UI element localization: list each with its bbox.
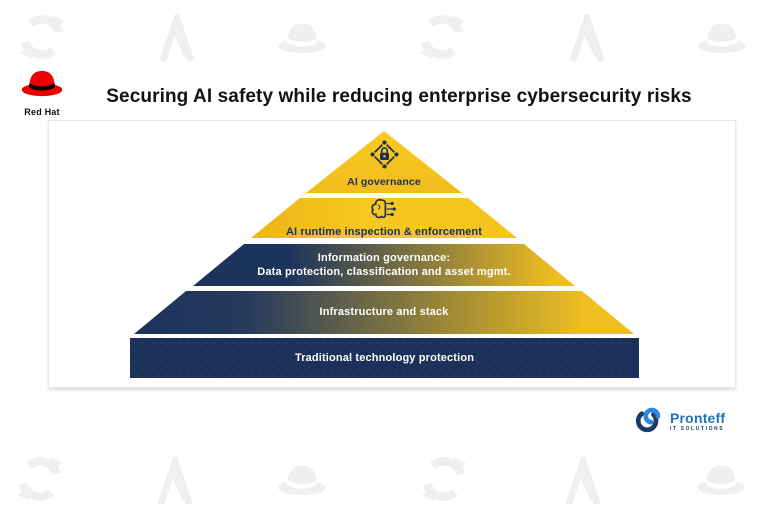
pyramid-diagram-card: AI governance AI runtime inspection & en… — [48, 120, 736, 388]
openshift-sync-icon — [420, 455, 468, 508]
redhat-fedora-icon — [274, 462, 330, 506]
ansible-a-icon — [154, 14, 200, 69]
openshift-sync-icon — [18, 13, 66, 66]
pyramid-layer-infrastructure: Infrastructure and stack — [134, 291, 634, 334]
pyramid-layer-traditional-protection: Traditional technology protection — [130, 338, 639, 378]
layer-label: Infrastructure and stack — [319, 306, 449, 319]
redhat-logo-label: Red Hat — [24, 107, 60, 117]
redhat-logo: Red Hat — [16, 68, 68, 117]
redhat-fedora-icon — [274, 20, 330, 64]
pyramid-layer-ai-runtime: AI runtime inspection & enforcement — [251, 198, 517, 238]
pronteff-logo: Pronteff IT SOLUTIONS — [634, 404, 725, 439]
openshift-sync-icon — [16, 455, 64, 508]
ansible-a-icon — [564, 14, 610, 69]
layer-label-line1: Information governance: — [317, 251, 451, 264]
layer-label: AI runtime inspection & enforcement — [285, 226, 483, 238]
redhat-fedora-icon — [693, 462, 749, 506]
layer-label-line2: Data protection, classification and asse… — [257, 266, 511, 278]
ansible-a-icon — [152, 457, 198, 512]
pyramid-layer-information-governance: Information governance: Data protection,… — [193, 244, 575, 286]
ansible-a-icon — [560, 457, 606, 512]
governance-lock-icon — [368, 139, 400, 174]
pronteff-tagline: IT SOLUTIONS — [670, 426, 725, 432]
pyramid-layer-ai-governance: AI governance — [306, 131, 462, 193]
redhat-fedora-icon — [694, 20, 750, 64]
page-title: Securing AI safety while reducing enterp… — [106, 86, 692, 107]
ai-brain-circuit-icon — [369, 198, 399, 225]
pronteff-mark-icon — [634, 404, 664, 439]
openshift-sync-icon — [418, 13, 466, 66]
layer-label: Traditional technology protection — [294, 351, 475, 364]
pronteff-company-name: Pronteff — [670, 410, 726, 426]
layer-label: AI governance — [347, 176, 421, 188]
